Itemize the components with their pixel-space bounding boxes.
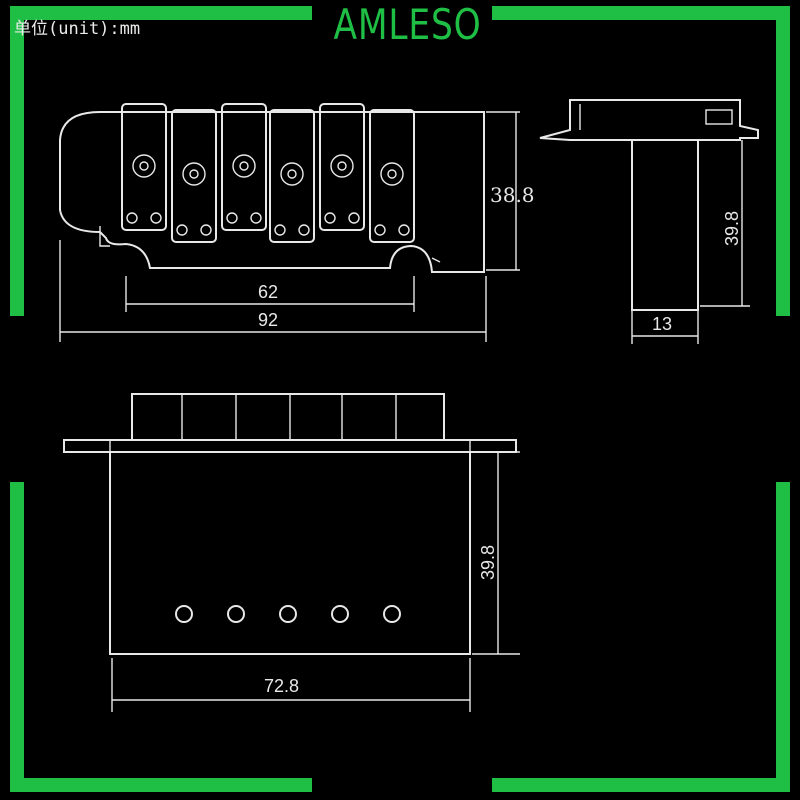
dim-front-height: 39.8 (478, 545, 498, 580)
dim-side-width: 13 (652, 314, 672, 334)
brand-logo: AMLESO (333, 0, 481, 54)
frame-bottom-left (10, 778, 312, 792)
dim-front-width: 72.8 (264, 676, 299, 696)
saddles (121, 103, 415, 243)
frame-left-upper (10, 6, 24, 316)
saddle-screws (126, 154, 410, 236)
dim-side-height: 39.8 (722, 211, 742, 246)
top-view (59, 103, 520, 342)
block-holes (175, 605, 401, 623)
frame-bottom-right (492, 778, 790, 792)
frame-top-left (10, 6, 312, 20)
front-view (63, 393, 520, 712)
side-view (539, 99, 759, 344)
frame-left-lower (10, 482, 24, 792)
frame-right-upper (776, 6, 790, 316)
dim-string-spacing: 62 (258, 282, 278, 302)
unit-label: 单位(unit):mm (14, 19, 141, 39)
dim-height-top: 38.8 (490, 183, 535, 207)
frame-right-lower (776, 482, 790, 792)
frame-top-right (492, 6, 790, 20)
dim-total-width: 92 (258, 310, 278, 330)
